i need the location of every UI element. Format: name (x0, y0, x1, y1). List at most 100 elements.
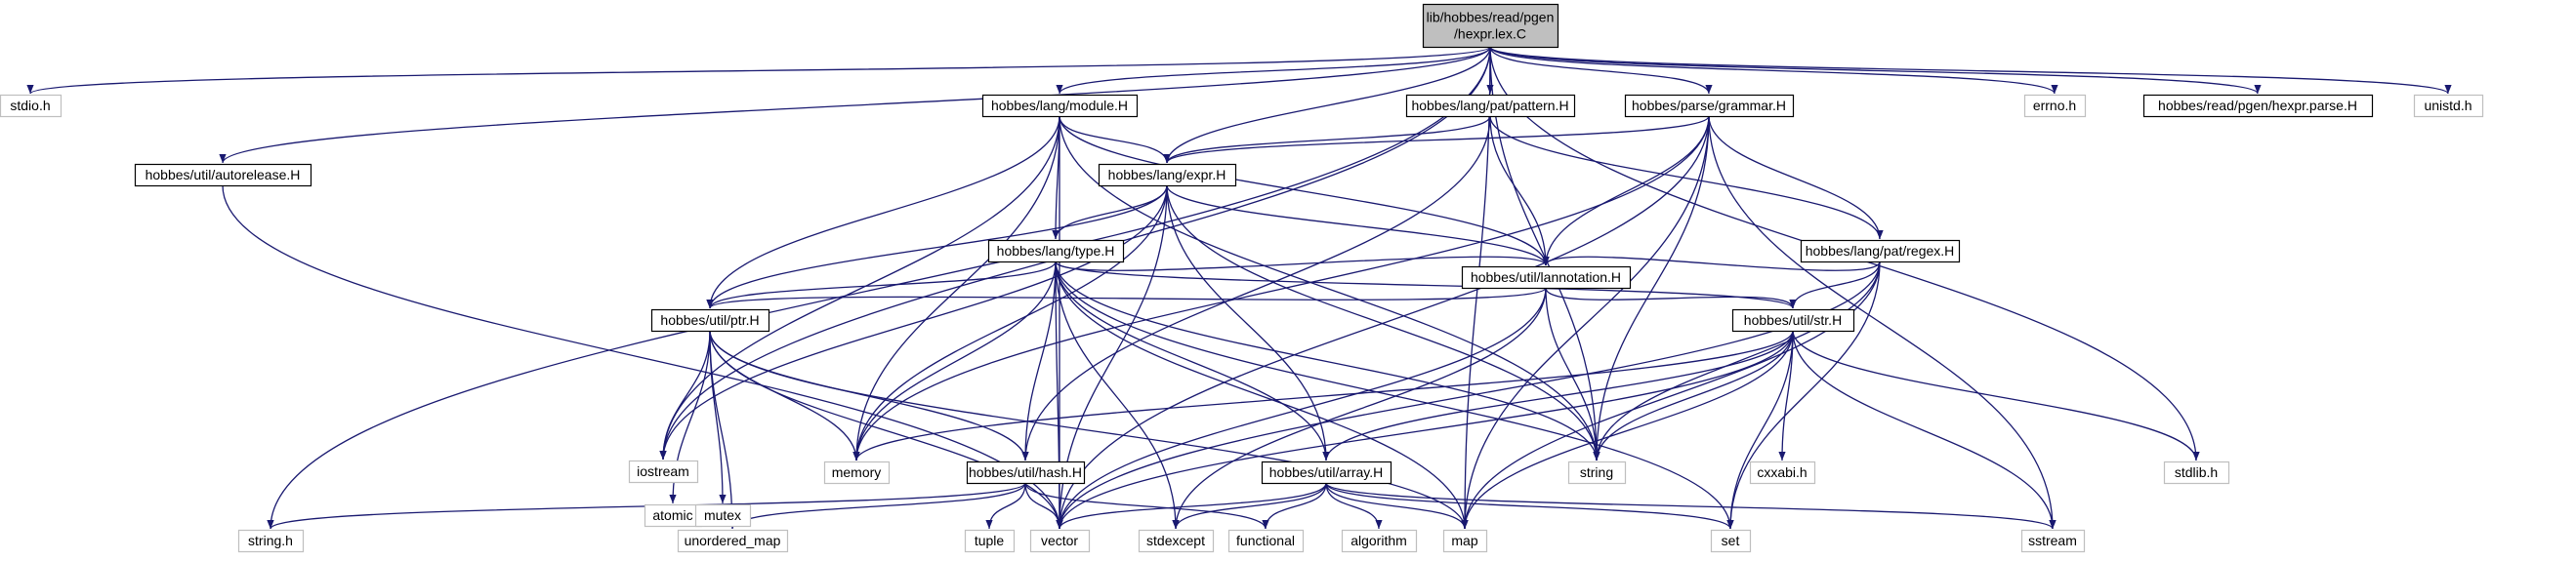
node-string: string (1567, 461, 1627, 485)
edge-grammar-to-vector (1056, 115, 1710, 530)
edge-ptr-to-iostream (659, 330, 711, 461)
node-hash[interactable]: hobbes/util/hash.H (966, 461, 1086, 485)
node-box (966, 461, 1086, 485)
edge-module-to-memory (852, 115, 1060, 461)
edge-regex-to-map (1461, 260, 1881, 530)
node-label: hobbes/util/array.H (1269, 464, 1383, 480)
node-cxxabi: cxxabi.h (1749, 461, 1816, 485)
node-box (1800, 239, 1961, 263)
edge-lannotation-to-string (1545, 287, 1600, 461)
node-label: hobbes/util/str.H (1744, 312, 1842, 328)
edge-grammar-to-sstream (1708, 115, 2057, 530)
node-label: iostream (637, 463, 689, 479)
edge-grammar-to-memory (852, 115, 1710, 461)
edge-type-to-array (1055, 260, 1330, 461)
node-box (823, 461, 891, 485)
node-sstream: sstream (2020, 529, 2086, 553)
node-stdlib: stdlib.h (2163, 461, 2230, 485)
node-box (2142, 94, 2374, 118)
node-functional: functional (1227, 529, 1305, 553)
node-box (2163, 461, 2230, 485)
node-regex[interactable]: hobbes/lang/pat/regex.H (1800, 239, 1961, 263)
edge-array-to-set (1325, 482, 1734, 530)
node-box (1624, 94, 1795, 118)
node-label: stdexcept (1146, 533, 1205, 548)
node-module[interactable]: hobbes/lang/module.H (981, 94, 1139, 118)
node-expr[interactable]: hobbes/lang/expr.H (1098, 163, 1237, 187)
node-label: hobbes/parse/grammar.H (1632, 98, 1786, 113)
node-label: memory (832, 464, 882, 480)
node-stdexcept: stdexcept (1138, 529, 1215, 553)
edge-expr-to-ptr (706, 184, 1168, 309)
node-label: lib/hobbes/read/pgen (1427, 10, 1555, 25)
node-label: /hexpr.lex.C (1454, 26, 1526, 42)
node-label: hobbes/util/hash.H (969, 464, 1082, 480)
edge-lannotation-to-vector (1056, 287, 1547, 530)
edge-type-to-lannotation (1055, 256, 1550, 271)
edge-root-to-hexpr_parse (1489, 46, 2262, 95)
node-memory: memory (823, 461, 891, 485)
node-box (1341, 529, 1418, 553)
edge-lannotation-to-ptr (706, 287, 1547, 309)
edge-array-to-stdexcept (1172, 482, 1327, 530)
edge-array-to-algorithm (1325, 482, 1383, 530)
edge-str-to-sstream (1792, 330, 2057, 530)
node-label: errno.h (2033, 98, 2076, 113)
node-type[interactable]: hobbes/lang/type.H (987, 239, 1125, 263)
file-nodes: lib/hobbes/read/pgen/hexpr.lex.Cstdio.hh… (0, 3, 2484, 553)
edge-regex-to-vector (1056, 260, 1881, 530)
node-label: functional (1236, 533, 1295, 548)
edge-type-to-ptr (706, 260, 1057, 309)
node-box (2023, 94, 2087, 118)
edge-type-to-string (1055, 260, 1600, 461)
node-label: set (1722, 533, 1740, 548)
node-box (981, 94, 1139, 118)
node-pattern[interactable]: hobbes/lang/pat/pattern.H (1405, 94, 1576, 118)
edge-array-to-functional (1262, 482, 1327, 530)
edge-lannotation-to-stdexcept (1172, 287, 1547, 530)
node-vector: vector (1029, 529, 1091, 553)
node-array[interactable]: hobbes/util/array.H (1261, 461, 1392, 485)
edge-expr-to-memory (852, 184, 1168, 461)
node-hexpr-parse[interactable]: hobbes/read/pgen/hexpr.parse.H (2142, 94, 2374, 118)
node-box (1405, 94, 1576, 118)
dependency-edges (26, 46, 2452, 530)
node-box (1749, 461, 1816, 485)
edge-expr-to-iostream (659, 184, 1168, 461)
edge-str-to-array (1322, 330, 1794, 461)
edge-ptr-to-unordered_map (709, 330, 736, 530)
node-grammar[interactable]: hobbes/parse/grammar.H (1624, 94, 1795, 118)
edge-grammar-to-expr (1163, 115, 1710, 164)
node-label: vector (1041, 533, 1078, 548)
edge-hash-to-unordered_map (728, 482, 1026, 530)
edge-type-to-stdexcept (1055, 260, 1180, 530)
node-ptr[interactable]: hobbes/util/ptr.H (650, 308, 770, 333)
node-label: string (1580, 464, 1613, 480)
node-set: set (1710, 529, 1752, 553)
node-box (1731, 308, 1855, 333)
node-label: string.h (248, 533, 293, 548)
node-label: map (1451, 533, 1477, 548)
node-label: hobbes/lang/module.H (991, 98, 1128, 113)
node-box (1422, 3, 1559, 49)
node-root[interactable]: lib/hobbes/read/pgen/hexpr.lex.C (1422, 3, 1559, 49)
node-lannotation[interactable]: hobbes/util/lannotation.H (1461, 265, 1632, 290)
node-label: atomic (652, 507, 692, 523)
node-atomic: atomic (644, 503, 703, 528)
node-label: unistd.h (2424, 98, 2472, 113)
node-label: hobbes/lang/pat/regex.H (1806, 243, 1955, 259)
node-str[interactable]: hobbes/util/str.H (1731, 308, 1855, 333)
node-autorelease[interactable]: hobbes/util/autorelease.H (134, 163, 312, 187)
node-box (1138, 529, 1215, 553)
edge-module-to-string (1059, 115, 1600, 461)
edge-str-to-memory (852, 330, 1794, 461)
edge-str-to-map (1461, 330, 1794, 530)
edge-str-to-stdlib (1792, 330, 2200, 461)
edge-expr-to-array (1166, 184, 1330, 461)
edge-pattern-to-expr (1163, 115, 1491, 164)
node-box (1461, 265, 1632, 290)
edge-hash-to-tuple (985, 482, 1026, 530)
edge-array-to-sstream (1325, 482, 2057, 530)
edge-regex-to-lannotation (1542, 256, 1881, 271)
node-map: map (1442, 529, 1488, 553)
